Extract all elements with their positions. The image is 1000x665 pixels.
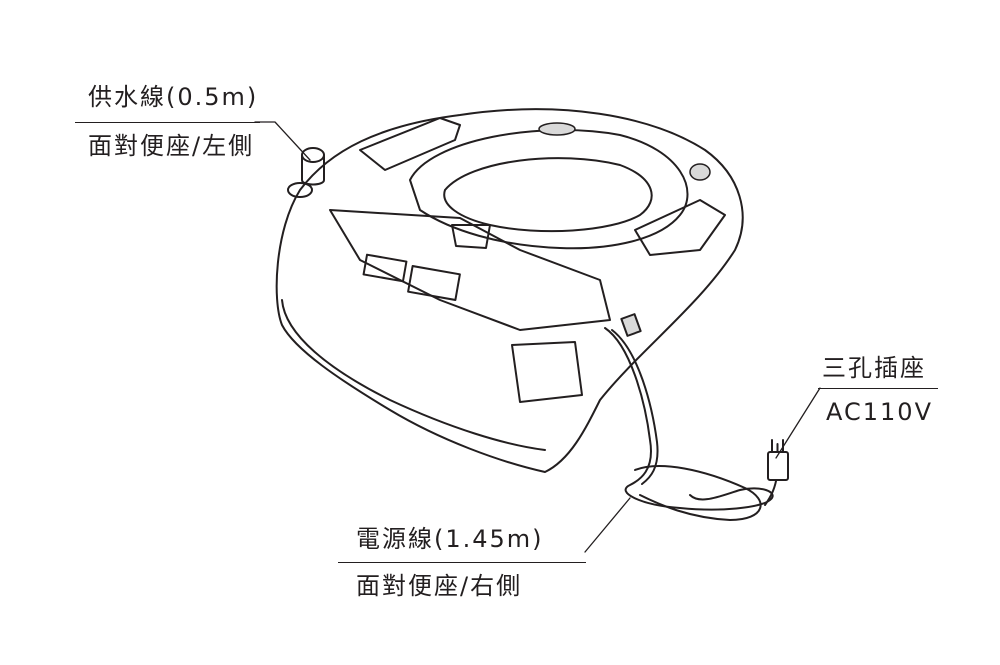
seat-base-skirt	[281, 299, 546, 451]
sensor-pad-right	[689, 163, 711, 181]
sensor-pad-left	[538, 122, 576, 136]
plug-divider	[818, 388, 938, 389]
cord-clip	[620, 313, 642, 337]
power-cord-strand	[611, 329, 659, 485]
water-line-divider	[75, 122, 260, 123]
power-cord-title: 電源線(1.45m)	[356, 525, 544, 553]
plug-subtitle: AC110V	[826, 398, 933, 426]
leader-power-cord	[584, 497, 631, 553]
center-mount	[451, 224, 491, 249]
water-inlet-base	[287, 182, 313, 198]
water-line-title: 供水線(0.5m)	[88, 83, 259, 111]
plug-body	[767, 451, 789, 481]
seat-ring	[409, 129, 689, 250]
underside-block-2	[407, 265, 461, 301]
underside-block-1	[362, 253, 408, 283]
water-inlet-body	[301, 154, 325, 186]
water-line-subtitle: 面對便座/左側	[88, 132, 255, 160]
side-panel	[359, 117, 461, 171]
right-cover	[634, 199, 726, 256]
power-cord	[604, 327, 774, 511]
power-cord-coil	[634, 465, 762, 521]
plug-title: 三孔插座	[822, 354, 926, 382]
underside-plate	[329, 209, 611, 331]
seat-front-block	[511, 341, 583, 403]
leader-water-line	[254, 121, 311, 161]
leader-plug	[775, 387, 821, 459]
power-cord-subtitle: 面對便座/右側	[356, 572, 523, 600]
seat-hole	[443, 157, 653, 233]
power-cord-divider	[338, 562, 586, 563]
